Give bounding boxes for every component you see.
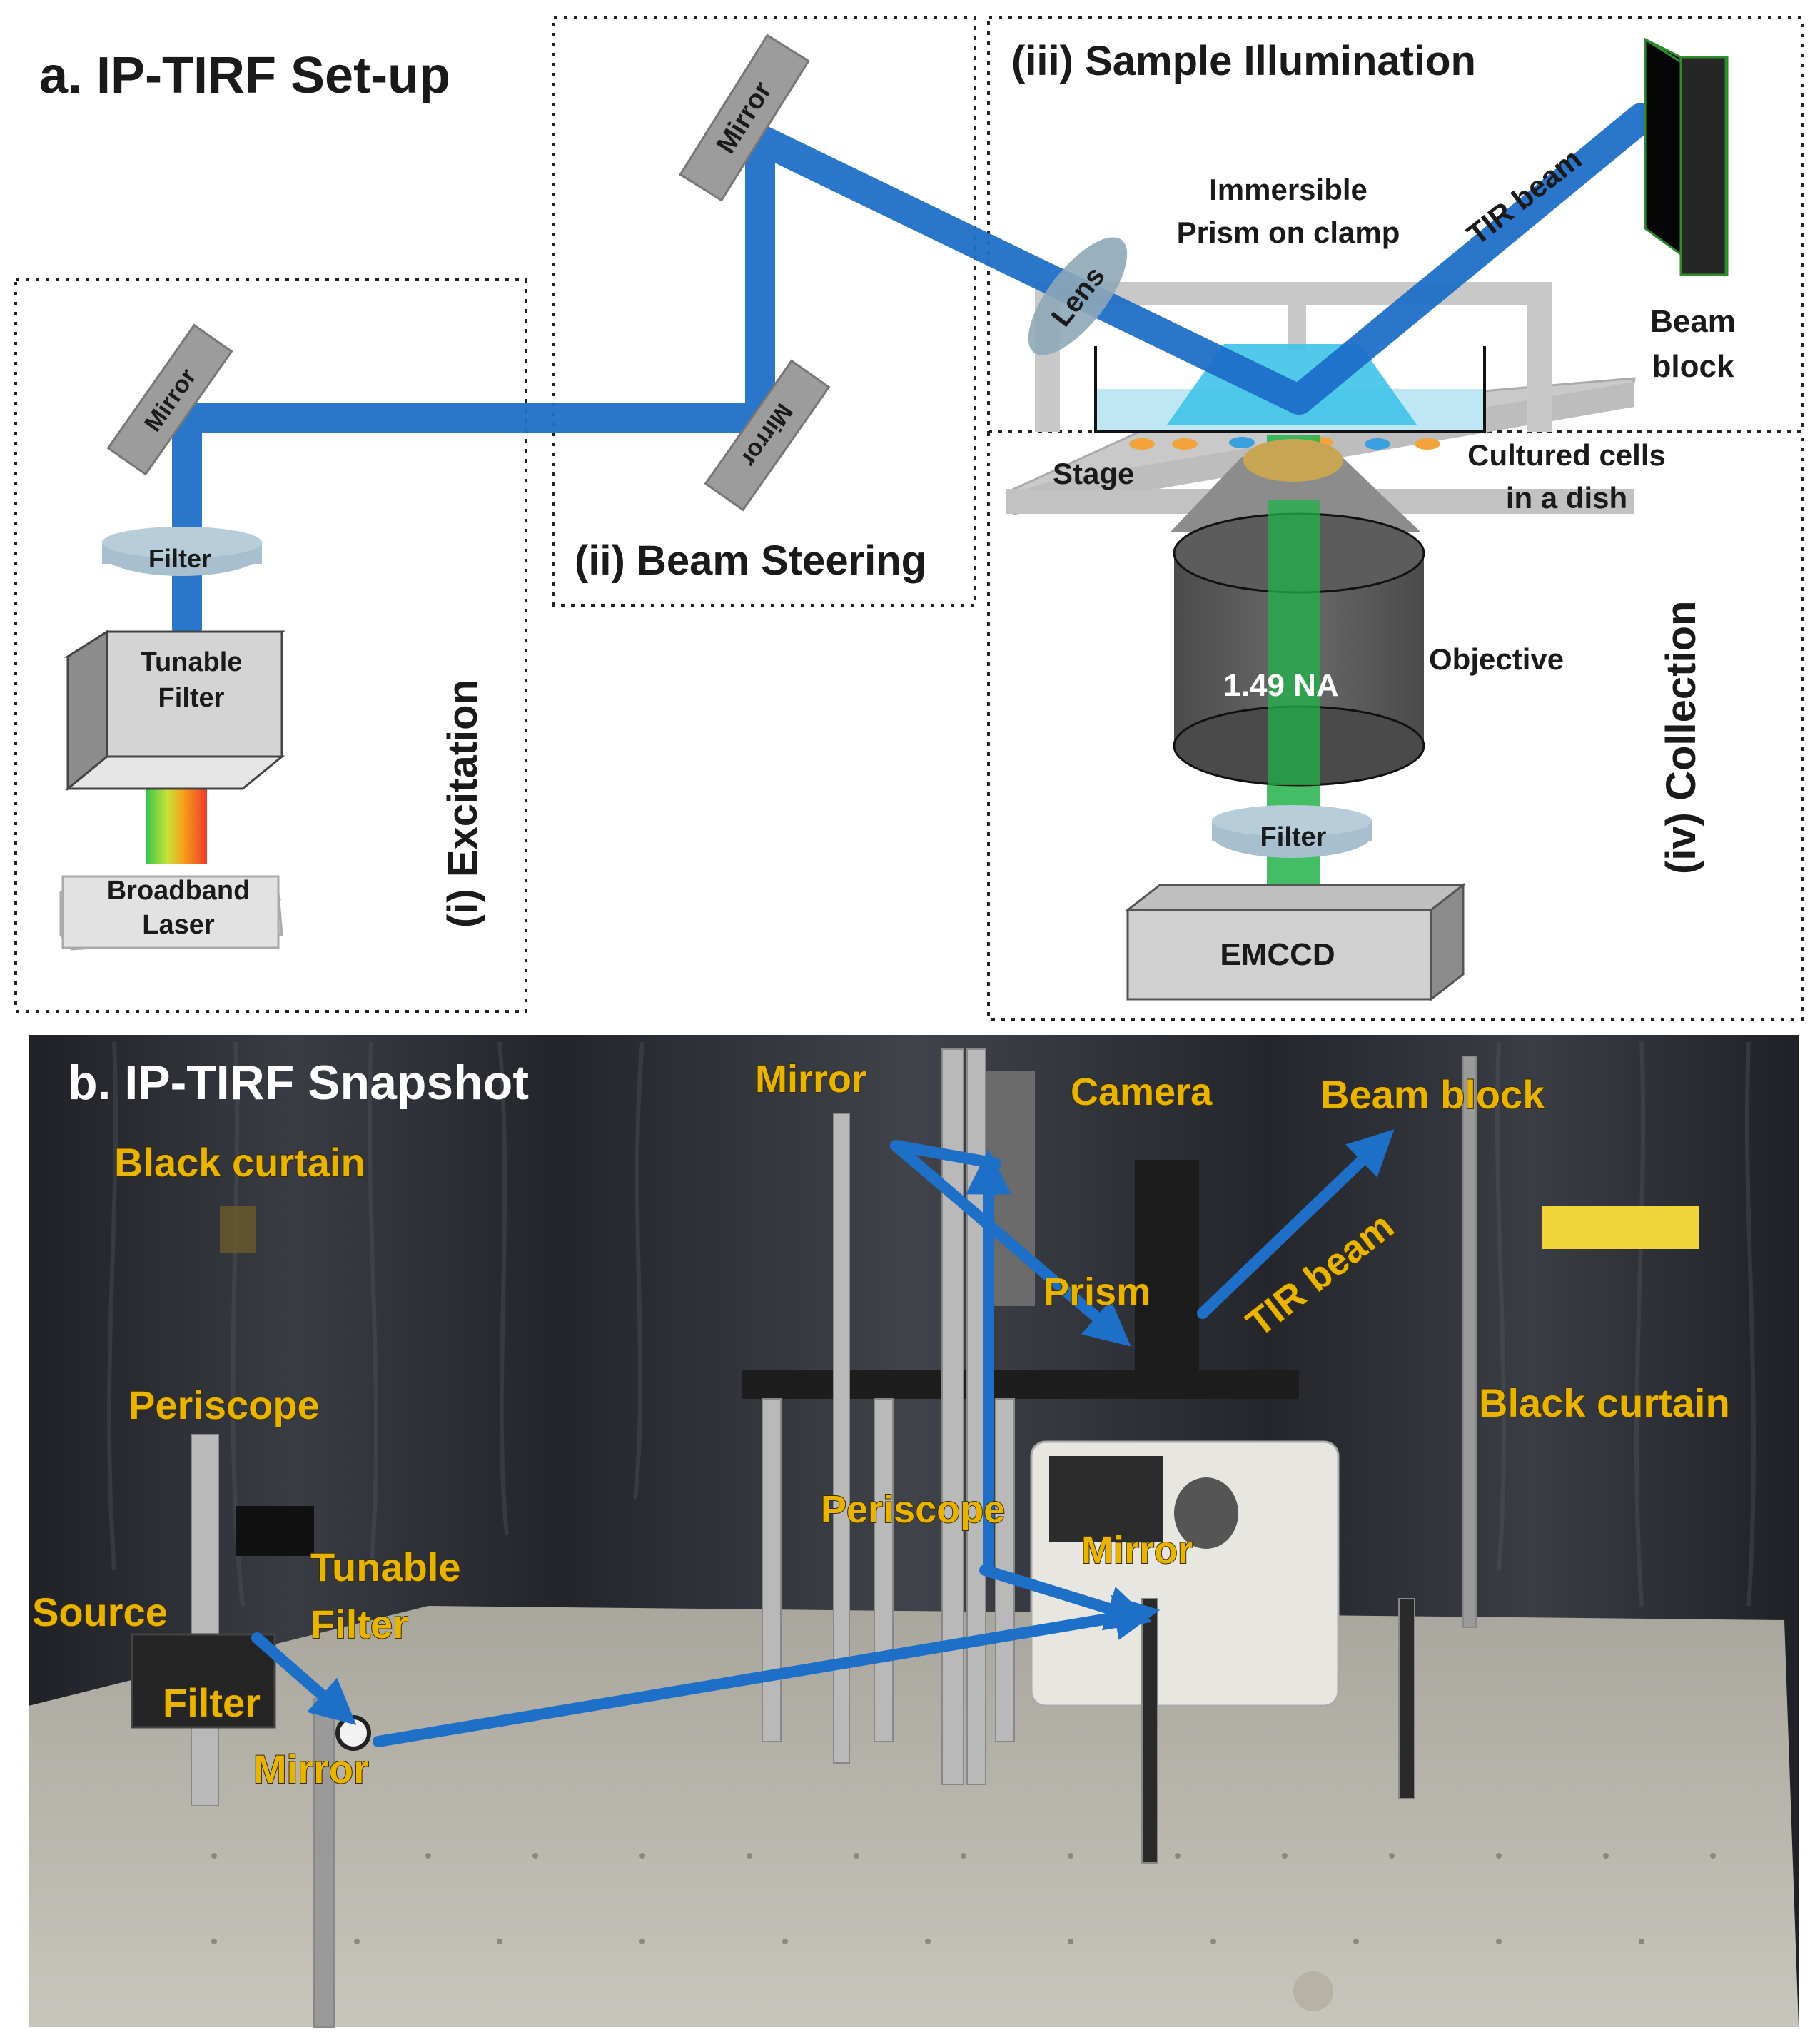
periscope-left-label: Periscope	[128, 1383, 320, 1427]
mirror-bottom-label: Mirror	[253, 1747, 369, 1791]
beam-steering-heading: (ii) Beam Steering	[575, 537, 926, 584]
cells-label-1: Cultured cells	[1467, 438, 1666, 472]
panel-b-snapshot-photo: b. IP-TIRF Snapshot Black curtain Black …	[29, 1035, 1799, 2028]
prism-label: Prism	[1043, 1270, 1151, 1313]
microscope-stage	[742, 1370, 1299, 1399]
tunable-label-1: Tunable	[310, 1545, 461, 1589]
microscope-body	[742, 1071, 1340, 1707]
beam-block	[1643, 37, 1729, 277]
black-curtain-left-label: Black curtain	[114, 1140, 365, 1185]
prism-holder	[1135, 1160, 1199, 1388]
objective: 1.49 NA	[1171, 439, 1425, 787]
laser-warning-sign	[1542, 1206, 1699, 1249]
black-curtain-right-label: Black curtain	[1479, 1380, 1730, 1425]
optical-table	[29, 1606, 1799, 2027]
mirror-1: Mirror	[106, 323, 233, 476]
collection-box	[987, 430, 1804, 1021]
collection-filter-label: Filter	[1260, 822, 1327, 852]
mirror-center-label: Mirror	[1081, 1529, 1193, 1572]
tunable-filter-label-1: Tunable	[141, 647, 243, 677]
tunable-label-2: Filter	[310, 1602, 408, 1647]
emccd-label: EMCCD	[1220, 937, 1335, 972]
beam-block-label-2: block	[1652, 349, 1734, 384]
collection-heading: (iv) Collection	[1658, 601, 1704, 874]
mirror-top-label: Mirror	[755, 1058, 866, 1101]
filter-photo-label: Filter	[163, 1680, 261, 1725]
prism-label-1: Immersible	[1209, 173, 1367, 206]
beam-steering-box	[552, 16, 976, 607]
objective-label: Objective	[1429, 642, 1564, 676]
mirror-3: Mirror	[679, 34, 810, 202]
stage-label: Stage	[1053, 457, 1134, 490]
collection-filter: Filter	[1212, 805, 1372, 858]
excitation-heading: (i) Excitation	[440, 679, 486, 928]
panel-a-title: a. IP-TIRF Set-up	[39, 47, 450, 104]
beam-block-label: Beam block	[1320, 1072, 1545, 1117]
panel-a-setup-diagram: a. IP-TIRF Set-up	[14, 16, 1804, 1021]
sample-illumination-box	[987, 16, 1804, 433]
prism-label-2: Prism on clamp	[1177, 216, 1400, 249]
beam-path-arrows	[251, 1129, 1395, 1747]
emccd-camera: EMCCD	[1124, 882, 1467, 1002]
tunable-filter: Tunable Filter	[64, 630, 286, 792]
sample-illumination-heading: (iii) Sample Illumination	[1011, 38, 1476, 84]
source-label: Source	[32, 1589, 168, 1634]
curtain-folds	[106, 1041, 1756, 1607]
cells-label-2: in a dish	[1506, 481, 1627, 515]
laser-source	[131, 1506, 371, 1751]
tunable-filter-label-2: Filter	[158, 683, 225, 713]
broadband-laser-label-1: Broadband	[107, 876, 251, 906]
broadband-laser-label-2: Laser	[142, 910, 215, 940]
excitation-beam	[172, 103, 1657, 643]
culture-dish	[1094, 346, 1486, 433]
optical-posts	[191, 1048, 1477, 2028]
excitation-filter: Filter	[102, 527, 262, 576]
broadband-laser: Broadband Laser	[59, 875, 283, 951]
periscope-center-label: Periscope	[821, 1488, 1005, 1531]
na-label: 1.49 NA	[1223, 668, 1338, 703]
excitation-filter-label: Filter	[148, 544, 211, 573]
beam-block-label-1: Beam	[1650, 304, 1736, 339]
camera-label: Camera	[1071, 1071, 1213, 1113]
small-warning-sign	[220, 1206, 256, 1253]
panel-b-title: b. IP-TIRF Snapshot	[68, 1056, 529, 1110]
